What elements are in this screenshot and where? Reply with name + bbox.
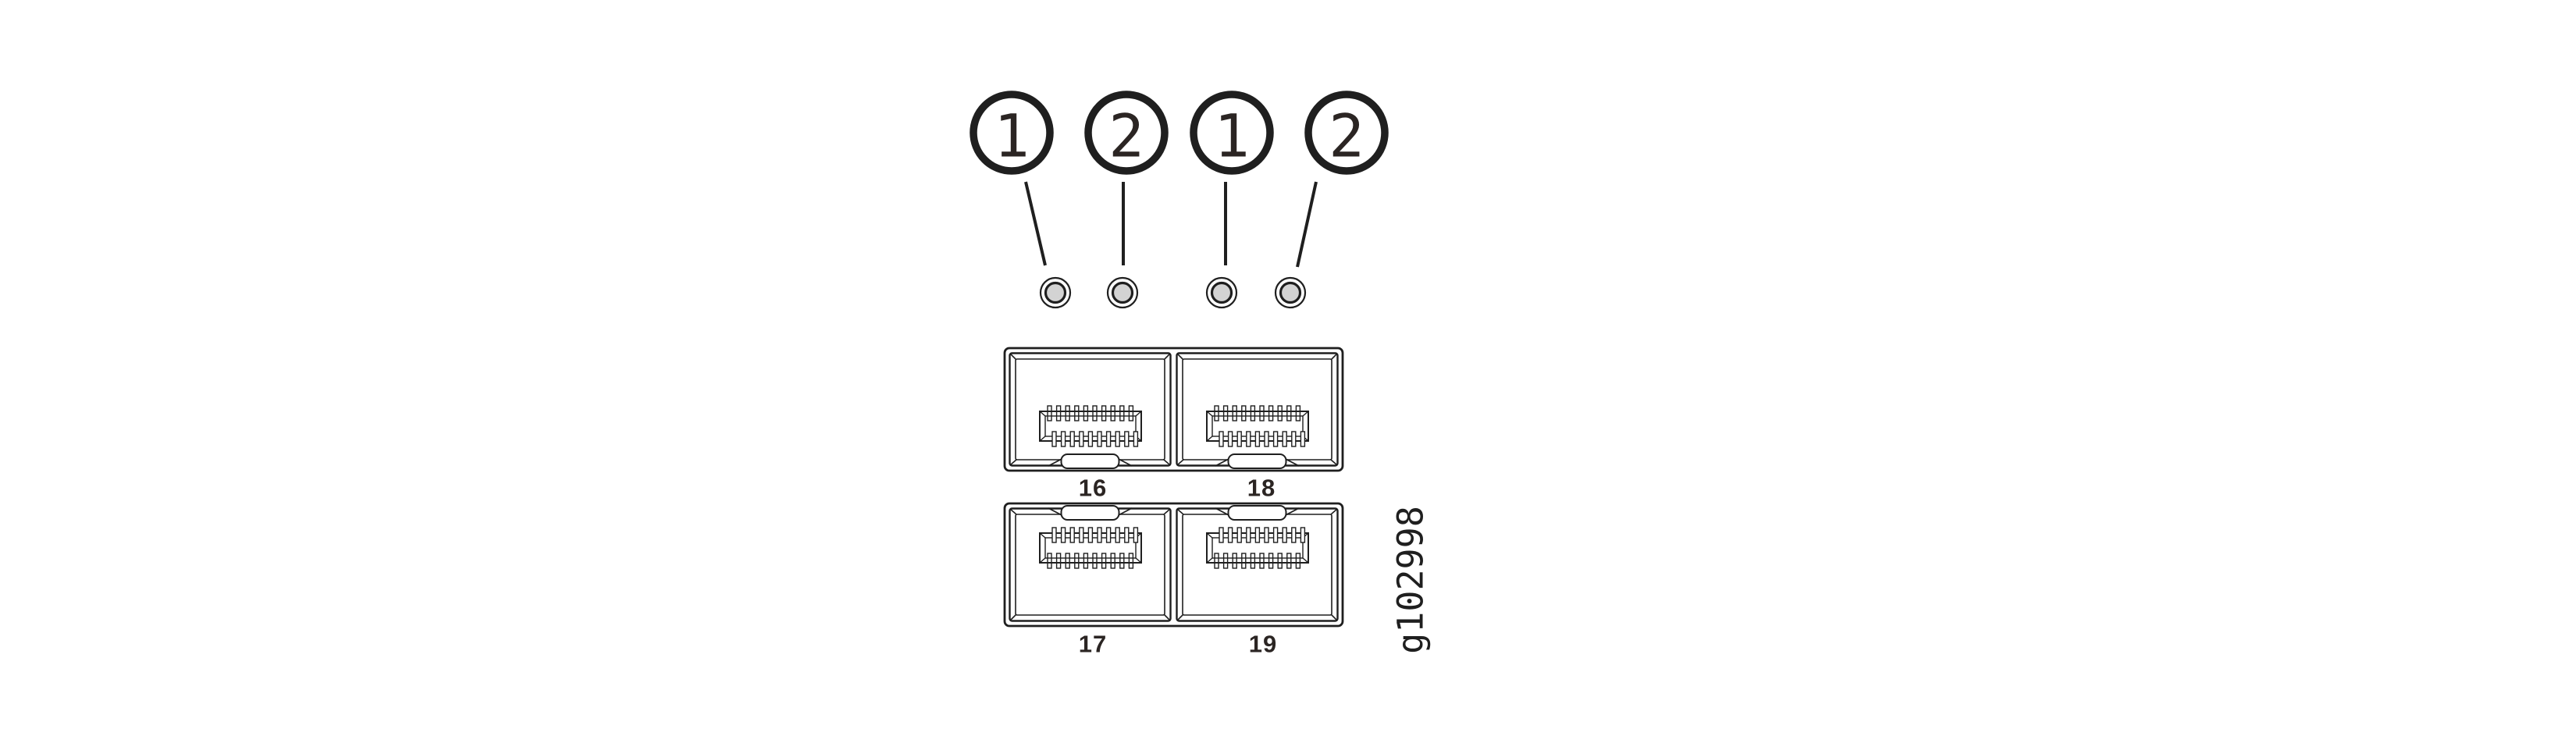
port-block-bottom	[1003, 502, 1344, 628]
callout-badge-2: 2	[1084, 91, 1169, 175]
figure-id: g102998	[1390, 506, 1432, 654]
port-block-outline	[1003, 347, 1344, 472]
callout-circle	[1084, 91, 1169, 175]
callout-badge-1: 1	[970, 91, 1054, 175]
leader-lines	[1024, 181, 1318, 268]
port-17-label: 17	[1079, 631, 1107, 658]
callout-number: 1	[1214, 101, 1250, 171]
led-lens	[1279, 281, 1302, 304]
leader-line-4	[1296, 181, 1318, 268]
led-lens	[1210, 281, 1233, 304]
status-led-3	[1205, 276, 1238, 309]
leader-line-1	[1024, 181, 1047, 266]
port-19-label: 19	[1249, 631, 1277, 658]
callout-badge-4: 2	[1304, 91, 1389, 175]
callout-number: 2	[1108, 101, 1144, 171]
status-led-2	[1106, 276, 1139, 309]
callout-number: 1	[994, 101, 1030, 171]
port-block-outline	[1003, 502, 1344, 628]
callout-number: 2	[1329, 101, 1364, 171]
callout-circle	[1190, 91, 1274, 175]
port-block-top	[1003, 347, 1344, 472]
callout-circle	[970, 91, 1054, 175]
status-led-1	[1039, 276, 1072, 309]
port-16-label: 16	[1079, 475, 1107, 502]
status-led-4	[1274, 276, 1307, 309]
led-lens	[1111, 281, 1134, 304]
callout-badge-3: 1	[1190, 91, 1274, 175]
led-lens	[1044, 281, 1067, 304]
callout-circle	[1304, 91, 1389, 175]
port-18-label: 18	[1247, 475, 1276, 502]
